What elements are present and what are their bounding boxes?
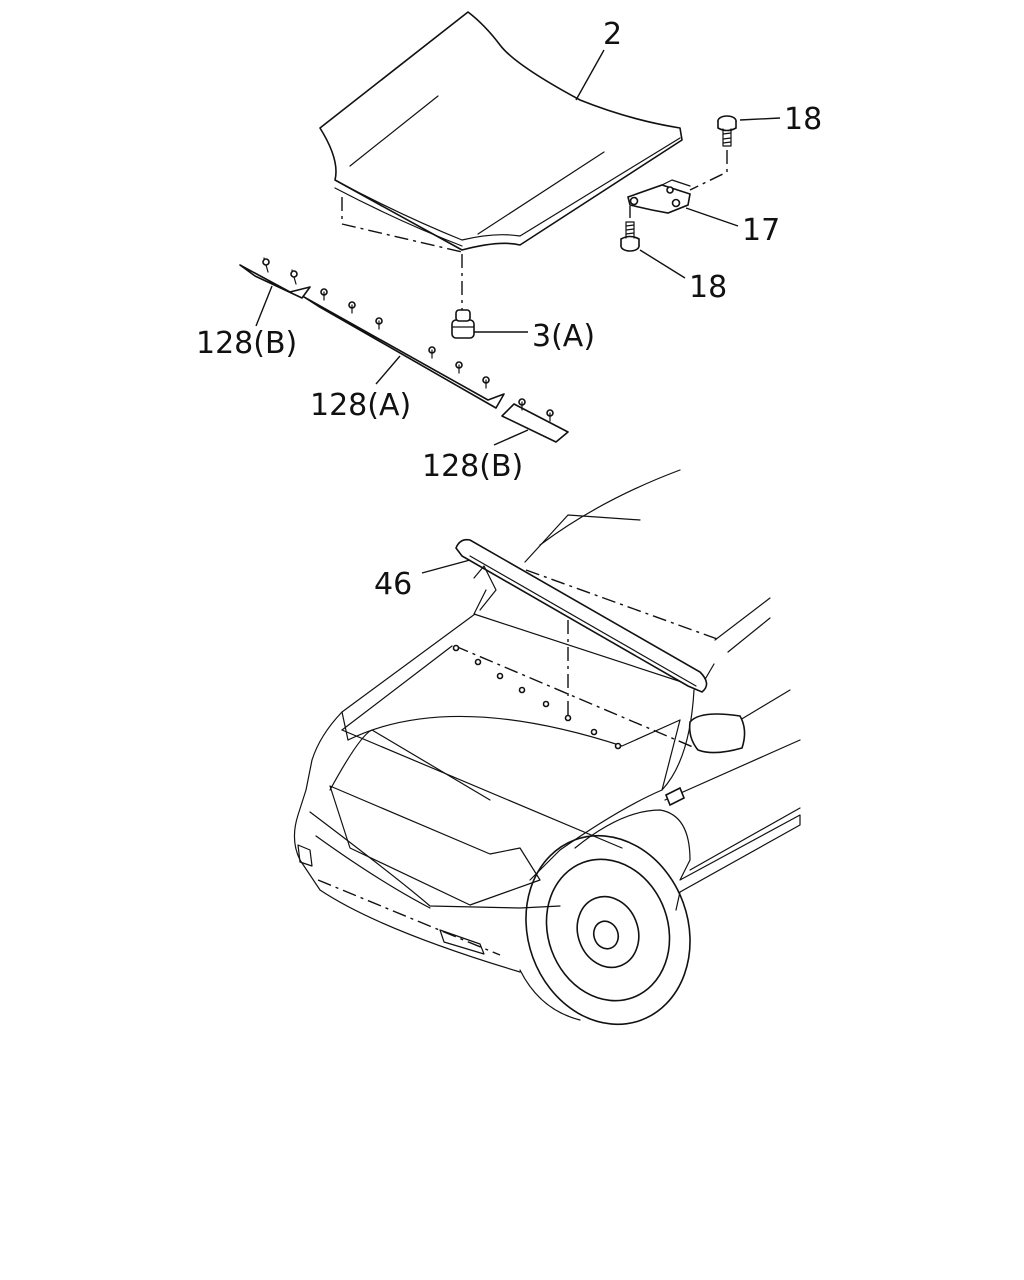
leader-lines: [255, 49, 781, 574]
bolt-lower: [620, 221, 640, 252]
callout-cowl-seal: 46: [374, 567, 412, 602]
vehicle-front: [293, 469, 801, 973]
hood-hinge: [627, 179, 691, 214]
bolt-upper-dashline: [689, 150, 728, 191]
callout-hood: 2: [603, 17, 622, 52]
callout-bolt-lower: 18: [689, 270, 727, 305]
callout-hinge: 17: [742, 213, 780, 248]
front-wheel: [519, 834, 691, 1026]
hood-bumper-stop: [451, 309, 475, 339]
cowl-clips: [452, 644, 622, 750]
cowl-seal: [455, 538, 708, 693]
hood-seal-left: [239, 257, 311, 299]
callout-bolt-upper: 18: [784, 102, 822, 137]
callout-bumper-stop: 3(A): [532, 319, 595, 354]
callout-seal-center: 128(A): [310, 388, 411, 423]
callout-seal-left: 128(B): [196, 326, 297, 361]
hood-seal-right: [501, 398, 569, 443]
callout-seal-right: 128(B): [422, 449, 523, 484]
hood-panel: [319, 11, 683, 316]
hood-seal-center: [303, 288, 505, 409]
bolt-upper: [717, 115, 737, 147]
side-mirror: [688, 713, 746, 754]
